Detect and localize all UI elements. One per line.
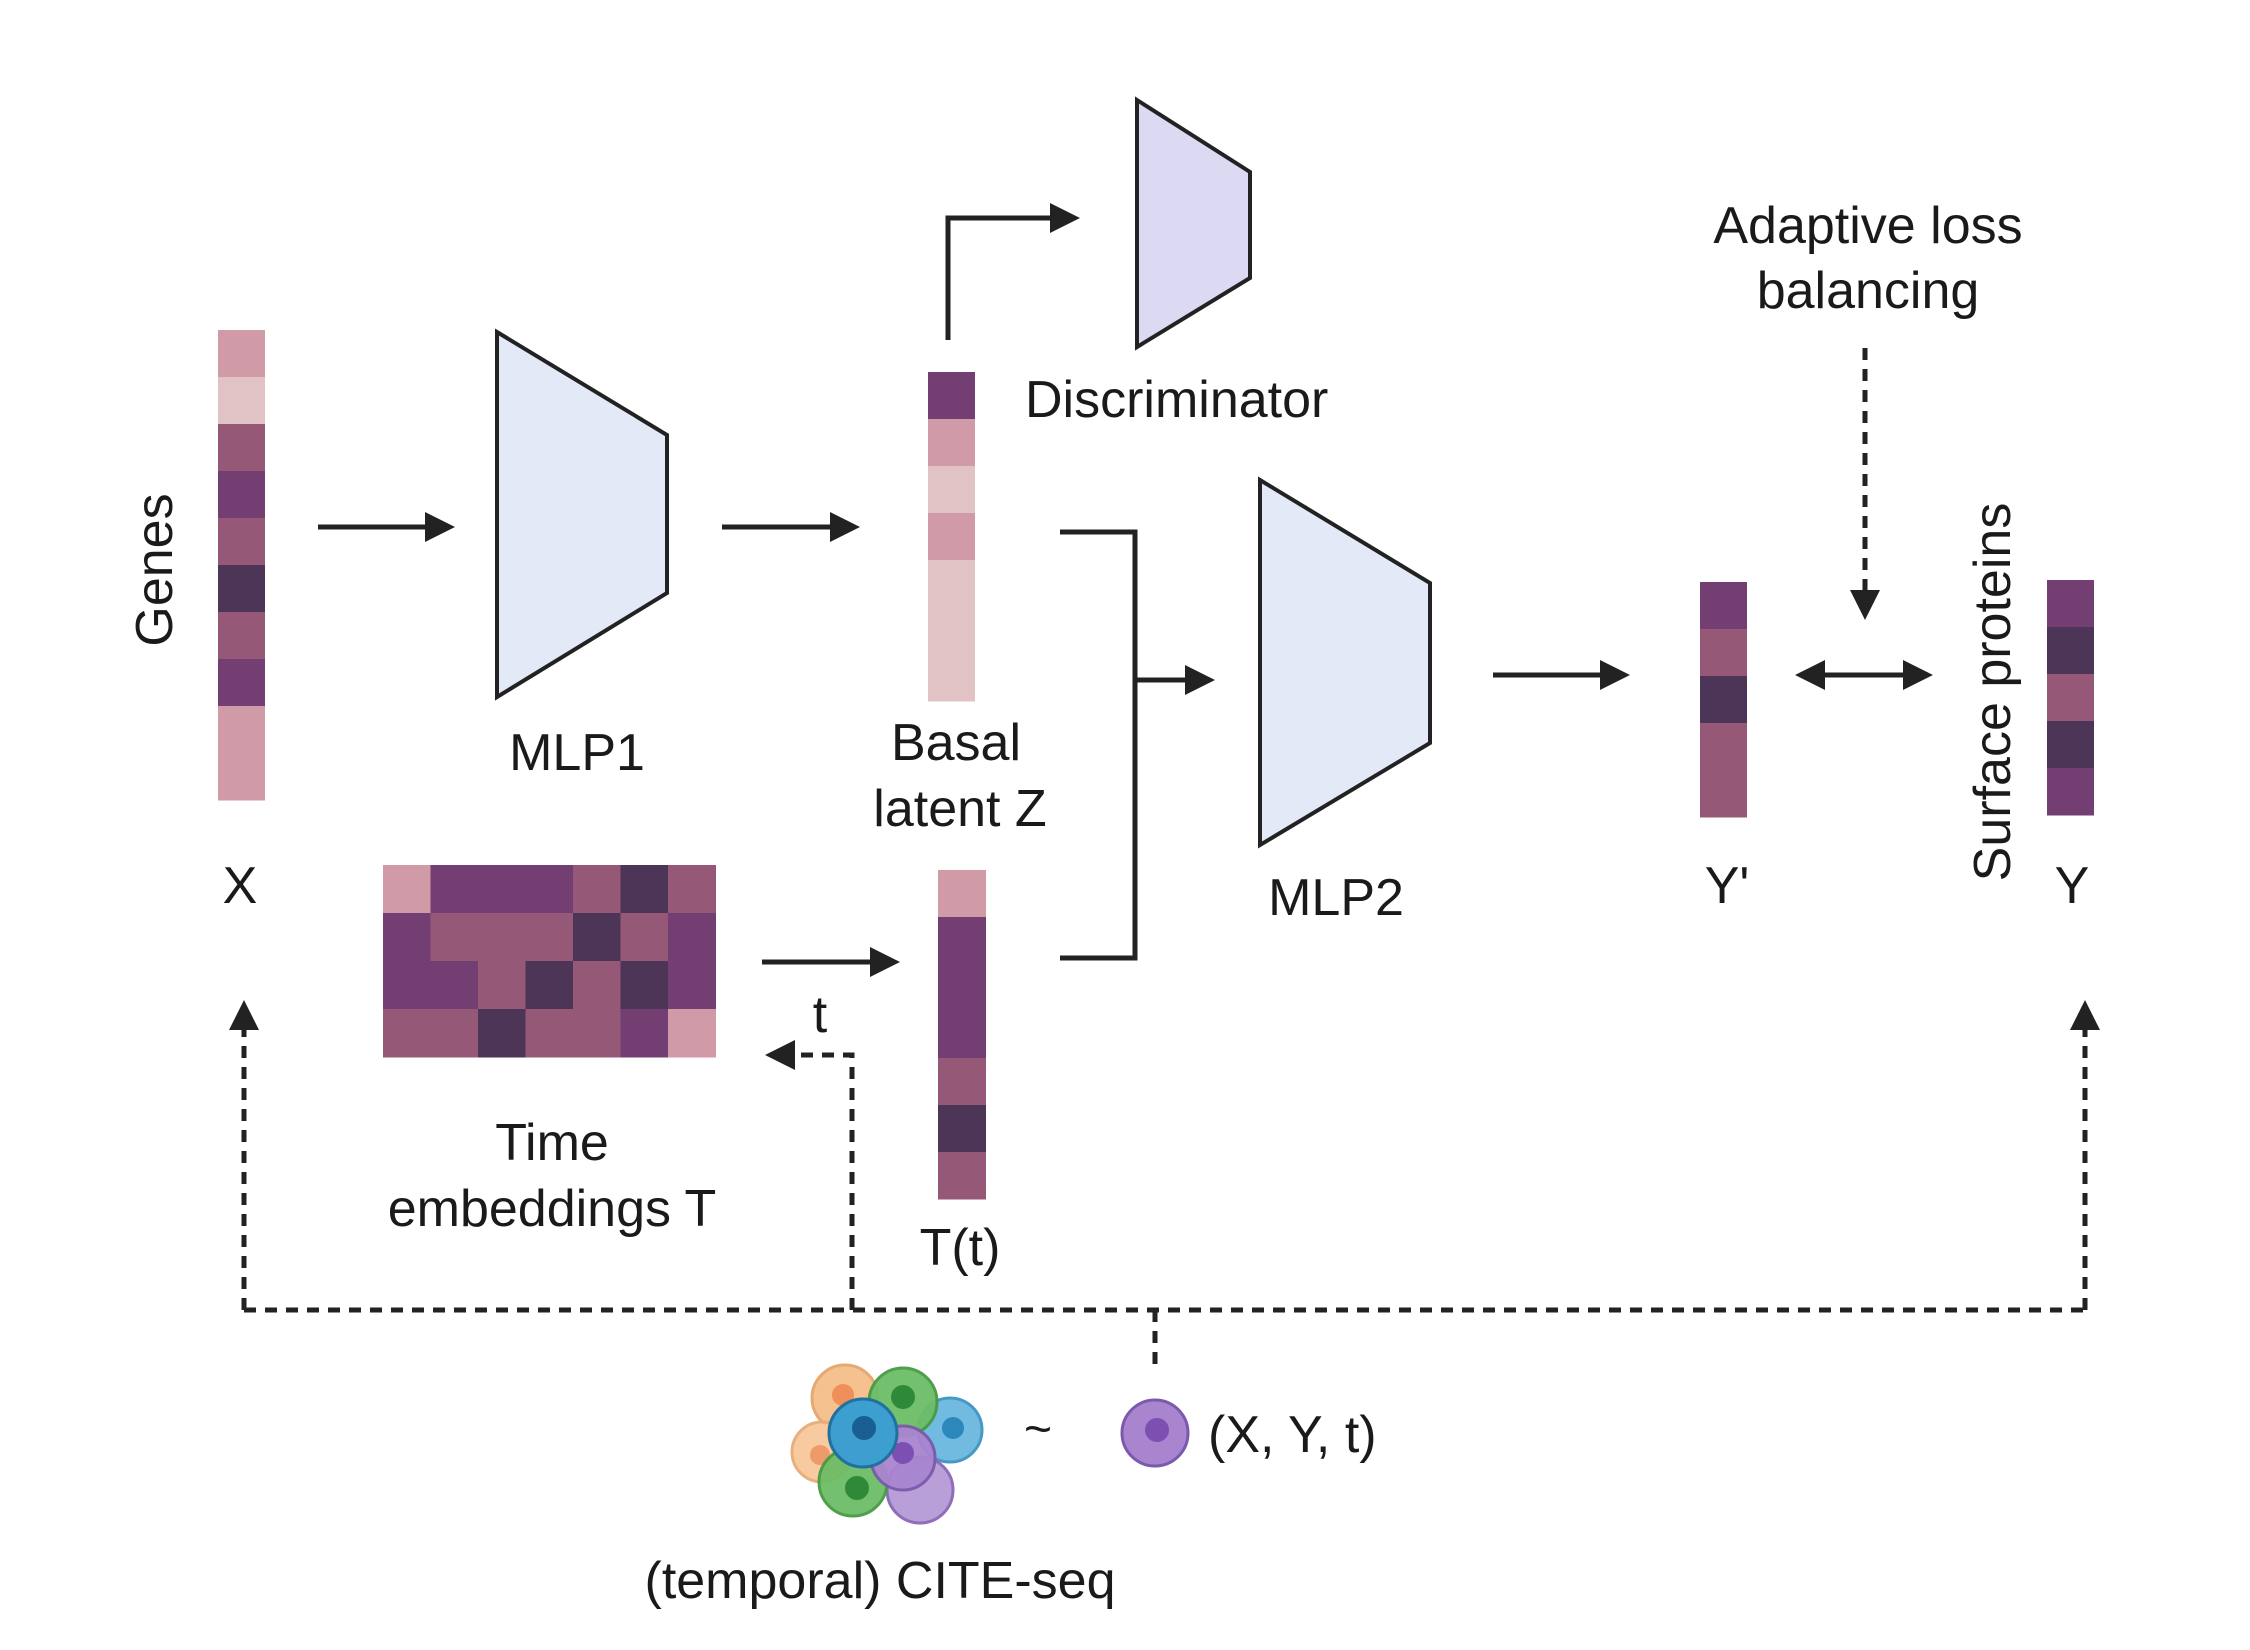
vector-cell	[928, 654, 975, 702]
vector-cell	[928, 372, 975, 420]
vector-cell	[2047, 580, 2094, 628]
vector-cell	[218, 659, 265, 707]
mlp1-label: MLP1	[509, 724, 645, 782]
matrix-cell	[525, 865, 574, 914]
vector-cell	[1700, 582, 1747, 630]
vector-cell	[218, 565, 265, 613]
cell-cluster-icon	[790, 1363, 984, 1525]
time-label-line1: Time	[495, 1114, 609, 1172]
matrix-cell	[573, 865, 621, 914]
y-label: Y	[2055, 857, 2090, 915]
y-pred-label: Y'	[1705, 857, 1750, 915]
surface-proteins-label: Surface proteins	[1964, 503, 2022, 882]
tilde-symbol: ~	[1024, 1403, 1052, 1456]
mlp2-trapezoid-decoder-icon	[1258, 476, 1432, 849]
matrix-cell	[620, 913, 669, 962]
vector-cell	[1700, 723, 1747, 771]
matrix-cell	[430, 865, 479, 914]
arrow-z-to-discriminator	[945, 203, 1080, 340]
time-label-line2: embeddings T	[388, 1180, 717, 1238]
matrix-cell	[478, 913, 526, 962]
matrix-cell	[478, 865, 526, 914]
vector-cell	[938, 1011, 986, 1059]
t-label: t	[813, 986, 828, 1044]
vector-cell	[2047, 627, 2094, 675]
matrix-cell	[620, 961, 669, 1010]
dashed-arrow-to-time	[765, 1040, 855, 1310]
basal-label-line2: latent Z	[873, 780, 1046, 838]
vector-cell	[218, 377, 265, 425]
vector-cell	[928, 513, 975, 561]
bracket-merge-connector	[1060, 529, 1138, 961]
discriminator-label: Discriminator	[1025, 371, 1328, 429]
vector-cell	[2047, 768, 2094, 816]
vector-cell	[938, 917, 986, 965]
matrix-cell	[620, 1009, 669, 1058]
matrix-cell	[430, 961, 479, 1010]
matrix-cell	[668, 1009, 716, 1058]
matrix-cell	[383, 961, 431, 1010]
sample-label: (X, Y, t)	[1208, 1406, 1377, 1464]
vector-cell	[218, 753, 265, 801]
vector-cell	[938, 964, 986, 1012]
vector-cell	[928, 560, 975, 608]
genes-label: Genes	[126, 493, 184, 646]
vector-cell	[938, 1105, 986, 1153]
x-label: X	[223, 857, 258, 915]
latent-z-vector	[928, 372, 975, 702]
tt-label: T(t)	[920, 1219, 1001, 1277]
mlp2-label: MLP2	[1268, 869, 1404, 927]
matrix-cell	[430, 1009, 479, 1058]
matrix-cell	[383, 865, 431, 914]
vector-cell	[2047, 674, 2094, 722]
mlp1-trapezoid-encoder-icon	[495, 328, 669, 701]
vector-cell	[938, 1058, 986, 1106]
matrix-cell	[668, 961, 716, 1010]
basal-label-line1: Basal	[891, 714, 1021, 772]
matrix-cell	[525, 961, 574, 1010]
vector-cell	[2047, 721, 2094, 769]
vector-cell	[928, 419, 975, 467]
adaptive-label-line2: balancing	[1757, 262, 1980, 320]
discriminator-trapezoid-icon	[1135, 96, 1252, 351]
tt-vector	[938, 870, 986, 1200]
vector-cell	[928, 466, 975, 514]
adaptive-label-line1: Adaptive loss	[1713, 197, 2022, 255]
matrix-cell	[573, 961, 621, 1010]
y-pred-vector	[1700, 582, 1747, 818]
y-vector	[2047, 580, 2094, 816]
vector-cell	[218, 706, 265, 754]
vector-cell	[218, 330, 265, 378]
vector-cell	[1700, 629, 1747, 677]
matrix-cell	[573, 1009, 621, 1058]
matrix-cell	[668, 865, 716, 914]
matrix-cell	[478, 961, 526, 1010]
vector-cell	[1700, 770, 1747, 818]
vector-cell	[218, 424, 265, 472]
vector-cell	[218, 518, 265, 566]
vector-cell	[928, 607, 975, 655]
vector-cell	[218, 471, 265, 519]
vector-cell	[1700, 676, 1747, 724]
vector-cell	[938, 1152, 986, 1200]
matrix-cell	[478, 1009, 526, 1058]
vector-cell	[218, 612, 265, 660]
matrix-cell	[383, 913, 431, 962]
genes-vector	[218, 330, 265, 801]
cite-seq-label: (temporal) CITE-seq	[645, 1552, 1116, 1610]
matrix-cell	[525, 1009, 574, 1058]
matrix-cell	[668, 913, 716, 962]
matrix-cell	[573, 913, 621, 962]
single-cell-icon	[1120, 1398, 1190, 1468]
vector-cell	[938, 870, 986, 918]
time-embeddings-matrix	[383, 865, 716, 1058]
matrix-cell	[620, 865, 669, 914]
matrix-cell	[383, 1009, 431, 1058]
matrix-cell	[430, 913, 479, 962]
matrix-cell	[525, 913, 574, 962]
